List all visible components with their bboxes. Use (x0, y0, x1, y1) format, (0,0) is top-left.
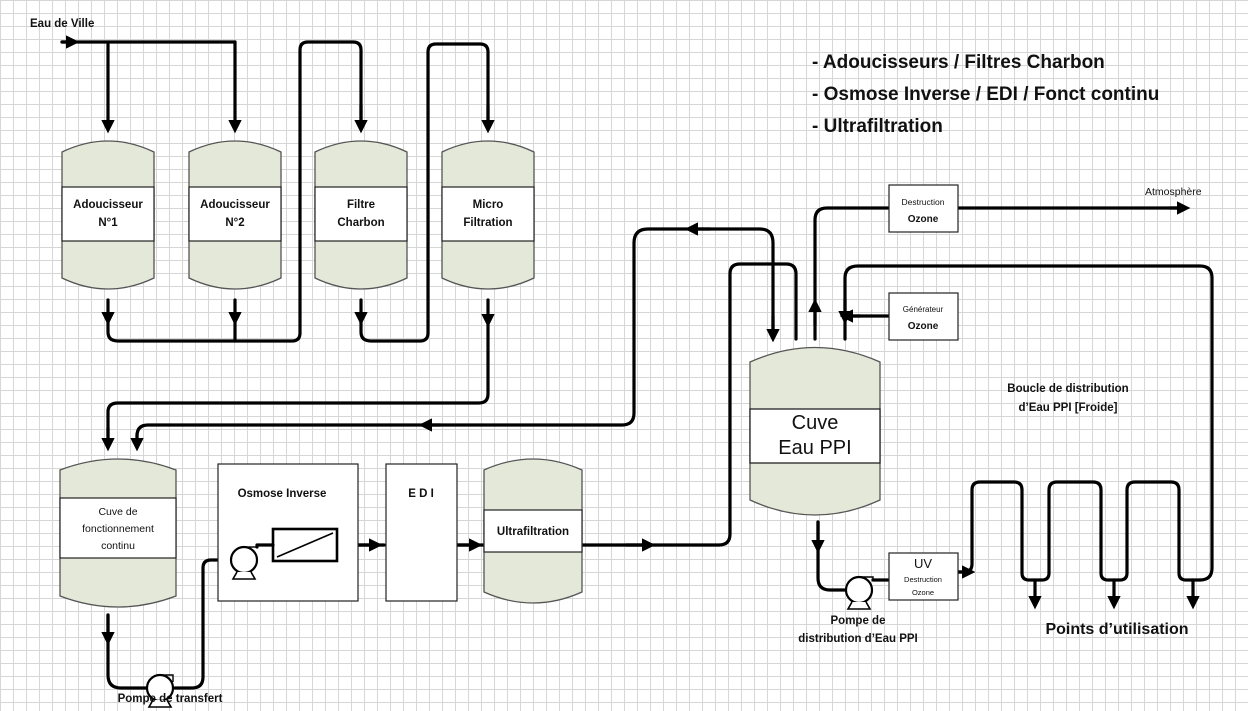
micro-label-2: Filtration (463, 217, 512, 229)
legend-line-2: - Osmose Inverse / EDI / Fonct continu (812, 84, 1159, 105)
cuve-ppi-label-1: Cuve (792, 412, 839, 434)
tank-cuve-eau-ppi: Cuve Eau PPI (749, 346, 881, 516)
tank-filtre-charbon: Filtre Charbon (314, 140, 408, 290)
boucle-label-1: Boucle de distribution (1007, 383, 1128, 395)
pompe-transfert-label: Pompe de transfert (118, 693, 223, 705)
pipe-loop-return (843, 264, 1214, 582)
tank-ultrafiltration: Ultrafiltration (483, 458, 583, 604)
micro-label-1: Micro (473, 199, 504, 211)
edi-unit: E D I (385, 463, 458, 602)
boucle-label-2: d’Eau PPI [Froide] (1018, 402, 1117, 414)
generateur-ozone-label-2: Ozone (908, 321, 939, 332)
destruction-ozone-box: Destruction Ozone (888, 184, 959, 233)
adoucisseur1-label-1: Adoucisseur (73, 199, 143, 211)
pipe-softener-collector (106, 40, 363, 343)
pump-osmose-icon (229, 543, 275, 580)
pipe-ozone-vent (813, 206, 891, 341)
pipe-pump-to-osmose (173, 558, 232, 690)
pipe-filtre-to-micro (359, 42, 490, 343)
pipe-cuve-ppi-outlet (816, 520, 847, 592)
pump-transfert-icon (145, 673, 175, 708)
points-utilisation-label: Points d’utilisation (1045, 621, 1188, 638)
pump-distribution-icon (844, 575, 874, 610)
cuve-ppi-label-2: Eau PPI (778, 437, 851, 459)
ultrafiltration-label: Ultrafiltration (497, 526, 569, 538)
cuve-continu-label-3: continu (101, 540, 135, 552)
osmose-label: Osmose Inverse (238, 488, 327, 500)
pipe-cuve-to-pump (106, 613, 148, 690)
pipe-uf-to-cuve-ppi (578, 262, 798, 547)
tank-adoucisseur1: Adoucisseur N°1 (61, 140, 155, 290)
filtre-label-2: Charbon (337, 217, 384, 229)
pipe-return-loop (135, 227, 775, 448)
legend-line-1: - Adoucisseurs / Filtres Charbon (812, 52, 1105, 73)
cuve-continu-label-1: Cuve de (98, 506, 137, 518)
tank-cuve-fonctionnement-continu: Cuve de fonctionnement continu (59, 458, 177, 608)
adoucisseur2-label-2: N°2 (225, 217, 244, 229)
atmosphere-label: Atmosphère (1145, 186, 1202, 198)
generateur-ozone-box: Générateur Ozone (888, 292, 959, 341)
adoucisseur1-label-2: N°1 (98, 217, 118, 229)
pipe-micro-to-cuve (106, 316, 490, 448)
membrane-icon (271, 527, 339, 563)
source-label: Eau de Ville (30, 18, 94, 30)
uv-sub-2: Ozone (912, 588, 934, 597)
destruction-ozone-label-1: Destruction (902, 197, 945, 207)
osmose-inverse-unit: Osmose Inverse (217, 463, 359, 602)
pipe-serpentine (956, 480, 1202, 582)
destruction-ozone-label-2: Ozone (908, 214, 939, 225)
tank-adoucisseur2: Adoucisseur N°2 (188, 140, 282, 290)
cuve-continu-label-2: fonctionnement (82, 523, 154, 535)
uv-box: UV Destruction Ozone (888, 552, 959, 601)
pipes (60, 35, 1214, 690)
filtre-label-1: Filtre (347, 199, 375, 211)
pompe-distribution-label-1: Pompe de (831, 615, 886, 627)
uv-title: UV (914, 556, 932, 571)
legend-line-3: - Ultrafiltration (812, 116, 943, 137)
pompe-distribution-label-2: distribution d’Eau PPI (798, 633, 917, 645)
uv-sub-1: Destruction (904, 575, 942, 584)
edi-label: E D I (408, 488, 434, 500)
tank-micro-filtration: Micro Filtration (441, 140, 535, 290)
generateur-ozone-label-1: Générateur (903, 305, 944, 314)
adoucisseur2-label-1: Adoucisseur (200, 199, 270, 211)
